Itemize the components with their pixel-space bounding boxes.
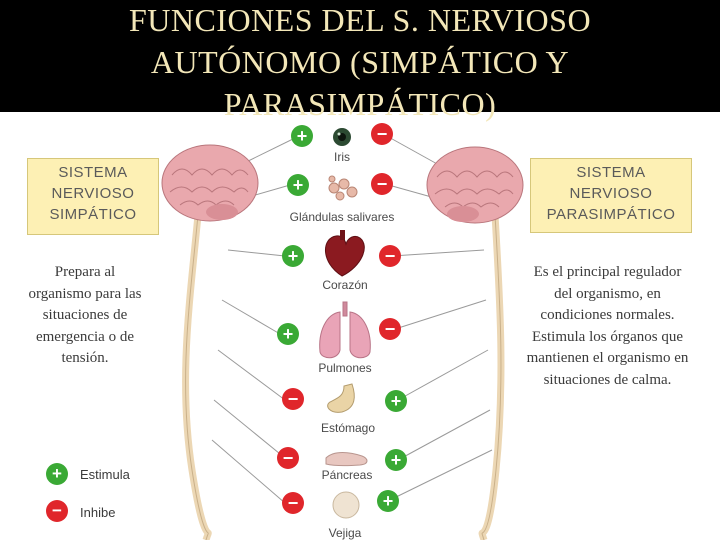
parasympathetic-effect-signs: − − − − + + + <box>371 123 407 512</box>
svg-text:+: + <box>391 450 402 470</box>
sympathetic-effect-signs: + + + + − − − <box>277 125 313 514</box>
parasympathetic-description: Es el principal regulador del organismo,… <box>505 262 710 391</box>
parasympathetic-sign-6-plus-icon: + <box>377 490 399 512</box>
parasympathetic-box-line-3: PARASIMPÁTICO <box>546 206 676 223</box>
parasympathetic-desc-line-5: mantienen el organismo en <box>526 350 689 366</box>
pancreas-icon <box>325 452 368 467</box>
parasympathetic-sign-2-minus-icon: − <box>379 245 401 267</box>
legend-inhibits-label: Inhibe <box>80 505 116 520</box>
page-title-line-1: FUNCIONES DEL S. NERVIOSO <box>128 2 592 38</box>
parasympathetic-desc-line-1: Es el principal regulador <box>533 264 682 280</box>
parasympathetic-desc-line-3: condiciones normales. <box>540 307 675 323</box>
organ-label-iris: Iris <box>334 150 350 164</box>
left-brain-icon <box>161 144 259 222</box>
sympathetic-sign-3-plus-icon: + <box>277 323 299 345</box>
svg-text:+: + <box>52 464 62 483</box>
parasympathetic-sign-3-minus-icon: − <box>379 318 401 340</box>
sympathetic-box-line-3: SIMPÁTICO <box>49 206 137 223</box>
page-title-line-2: AUTÓNOMO (SIMPÁTICO Y <box>150 44 570 80</box>
svg-text:−: − <box>288 493 299 513</box>
svg-text:−: − <box>377 174 388 194</box>
iris-icon <box>333 128 351 146</box>
sympathetic-desc-line-4: emergencia o de <box>35 328 134 345</box>
parasympathetic-box-line-2: NERVIOSO <box>569 185 653 202</box>
organ-label-heart: Corazón <box>322 278 368 292</box>
svg-text:+: + <box>391 391 402 411</box>
sympathetic-system-box: SISTEMA NERVIOSO SIMPÁTICO <box>27 158 159 235</box>
parasympathetic-sign-5-plus-icon: + <box>385 449 407 471</box>
stomach-icon <box>327 383 355 413</box>
sympathetic-sign-0-plus-icon: + <box>291 125 313 147</box>
parasympathetic-desc-line-2: del organismo, en <box>554 285 661 302</box>
bladder-icon <box>332 491 360 519</box>
organ-label-salivary-glands: Glándulas salivares <box>289 210 395 224</box>
organ-label-stomach: Estómago <box>320 421 376 435</box>
heart-icon <box>324 230 365 277</box>
svg-text:−: − <box>52 501 62 520</box>
svg-text:−: − <box>377 124 388 144</box>
salivary-glands-icon <box>328 175 358 201</box>
svg-text:+: + <box>288 246 299 266</box>
sympathetic-box-line-2: NERVIOSO <box>51 185 135 202</box>
sympathetic-desc-line-3: situaciones de <box>42 307 128 323</box>
parasympathetic-sign-4-plus-icon: + <box>385 390 407 412</box>
legend-minus-icon: − <box>46 500 68 522</box>
organ-label-bladder: Vejiga <box>328 526 362 540</box>
sympathetic-sign-4-minus-icon: − <box>282 388 304 410</box>
legend-stimulates-label: Estimula <box>80 467 130 482</box>
sympathetic-sign-2-plus-icon: + <box>282 245 304 267</box>
parasympathetic-sign-0-minus-icon: − <box>371 123 393 145</box>
parasympathetic-desc-line-4: Estimula los órganos que <box>532 328 683 345</box>
svg-text:−: − <box>385 319 396 339</box>
legend-plus-icon: + <box>46 463 68 485</box>
svg-text:+: + <box>283 324 294 344</box>
lungs-icon <box>319 301 371 359</box>
organ-label-pancreas: Páncreas <box>321 468 373 482</box>
title-bar <box>0 0 720 112</box>
sympathetic-desc-line-2: organismo para las <box>28 285 142 302</box>
right-brain-icon <box>426 146 524 224</box>
svg-text:−: − <box>385 246 396 266</box>
parasympathetic-sign-1-minus-icon: − <box>371 173 393 195</box>
svg-text:+: + <box>297 126 308 146</box>
svg-text:+: + <box>293 175 304 195</box>
sympathetic-sign-5-minus-icon: − <box>277 447 299 469</box>
sympathetic-sign-6-minus-icon: − <box>282 492 304 514</box>
svg-text:+: + <box>383 491 394 511</box>
sympathetic-box-line-1: SISTEMA <box>58 164 128 181</box>
sympathetic-desc-line-1: Prepara al <box>54 264 116 280</box>
sympathetic-description: Prepara al organismo para las situacione… <box>10 262 160 370</box>
parasympathetic-system-box: SISTEMA NERVIOSO PARASIMPÁTICO <box>530 158 692 233</box>
svg-text:−: − <box>288 389 299 409</box>
left-spinal-cord <box>182 214 212 540</box>
svg-text:−: − <box>283 448 294 468</box>
sympathetic-sign-1-plus-icon: + <box>287 174 309 196</box>
parasympathetic-box-line-1: SISTEMA <box>576 164 646 181</box>
sympathetic-desc-line-5: tensión. <box>61 350 109 366</box>
parasympathetic-desc-line-6: situaciones de calma. <box>543 371 672 388</box>
organ-label-lungs: Pulmones <box>318 361 372 375</box>
page-title-line-3: PARASIMPÁTICO) <box>223 86 497 122</box>
